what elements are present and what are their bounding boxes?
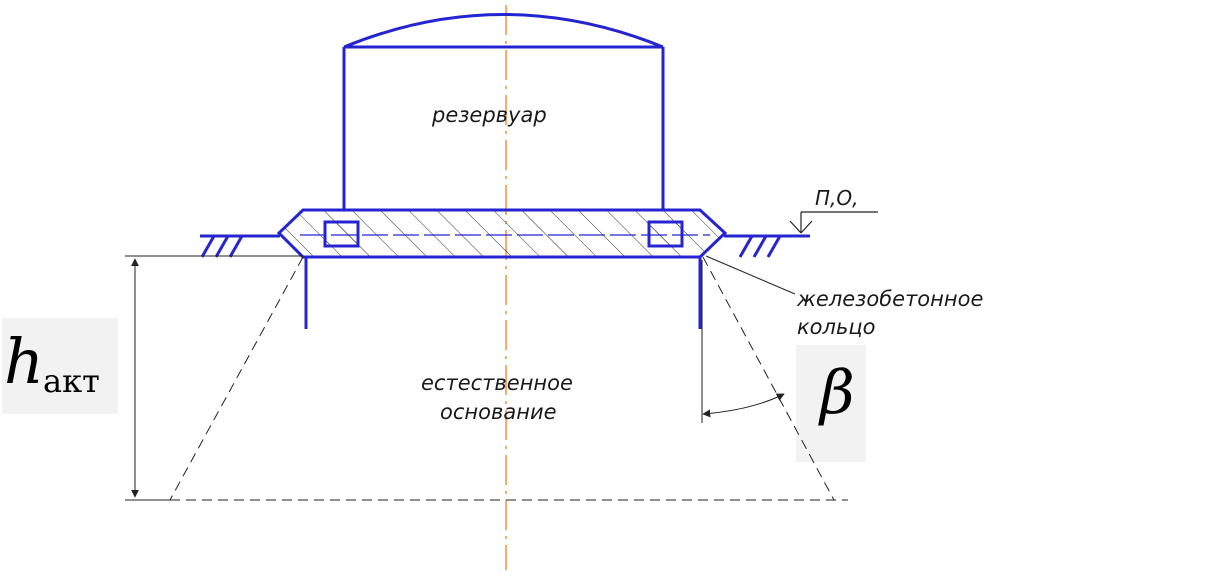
ground-level-label: П,О,	[815, 186, 859, 210]
base-label-line2: основание	[440, 400, 557, 424]
foundation-slab	[276, 208, 728, 259]
h-symbol: h	[4, 325, 44, 398]
beta-label-bg	[796, 345, 866, 462]
tank-body	[342, 13, 665, 210]
beta-symbol: β	[818, 358, 855, 428]
ring-label-line2: кольцо	[797, 315, 875, 339]
concrete-ring-right	[647, 220, 684, 248]
tank-label: резервуар	[431, 103, 547, 127]
base-prism	[169, 256, 848, 501]
ground-level-marker	[789, 211, 878, 234]
ring-leader-line	[705, 255, 796, 295]
h-subscript: акт	[43, 362, 100, 400]
ground-surface-left	[200, 234, 280, 258]
base-label-line1: естественное	[421, 371, 573, 395]
ground-surface-right	[724, 234, 810, 258]
height-dimension	[125, 255, 303, 501]
concrete-ring-left	[323, 220, 360, 248]
ring-label-line1: железобетонное	[796, 287, 983, 311]
beta-angle	[701, 260, 785, 423]
h-label-bg	[2, 318, 118, 414]
